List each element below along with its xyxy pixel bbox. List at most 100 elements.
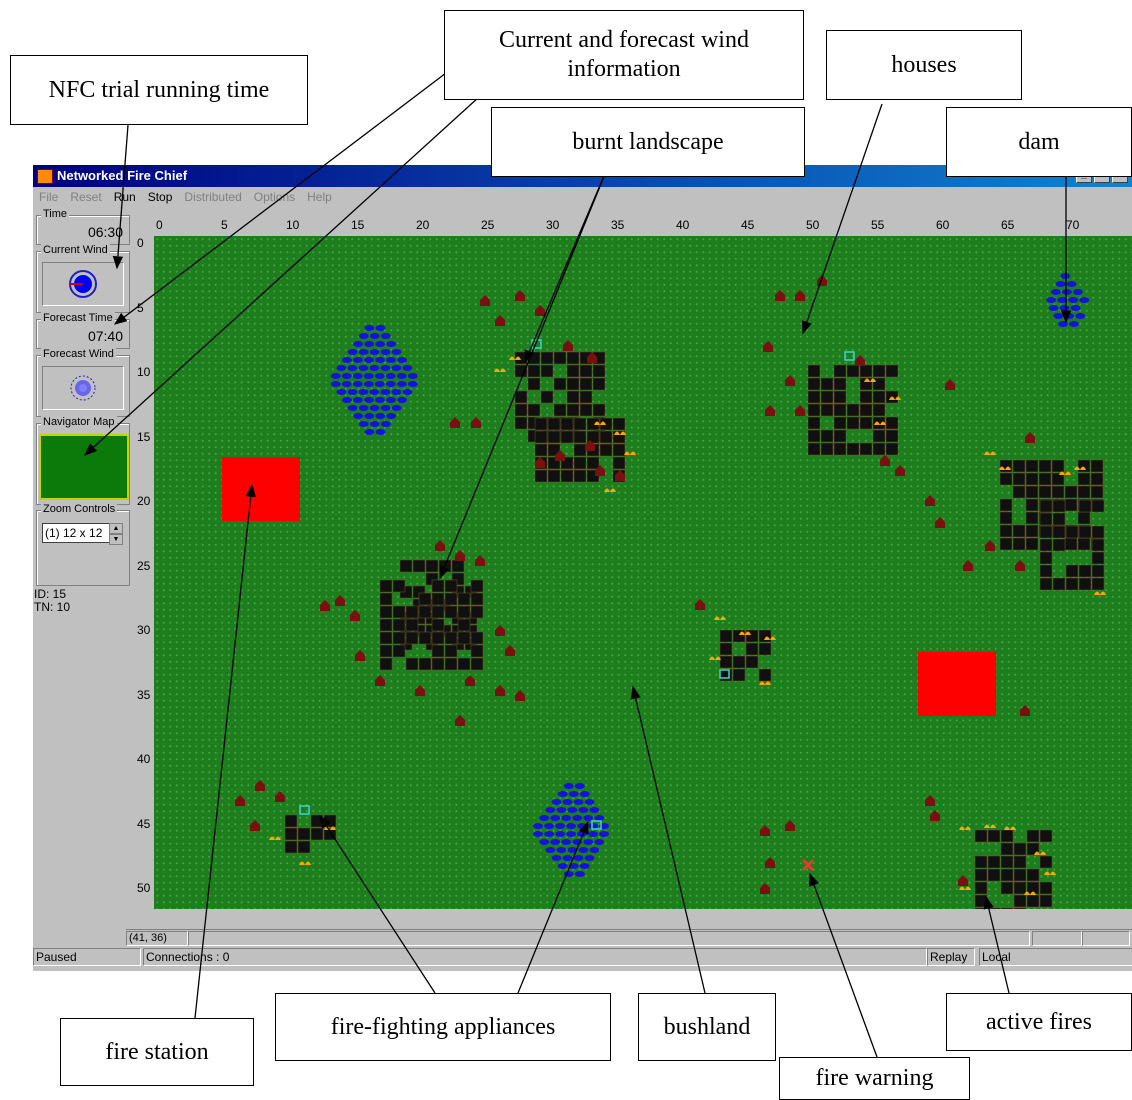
x-tick-label: 65 bbox=[1001, 218, 1015, 232]
house-icon bbox=[765, 405, 775, 416]
arrow-fire-warning bbox=[809, 872, 878, 1058]
house-icon bbox=[515, 690, 525, 701]
water-cell bbox=[594, 839, 605, 845]
arrow-fire-station bbox=[194, 483, 256, 1019]
burnt-cell bbox=[1025, 537, 1039, 551]
callout-houses: houses bbox=[826, 30, 1022, 100]
water-cell bbox=[342, 357, 352, 363]
x-tick-label: 45 bbox=[741, 218, 755, 232]
zoom-select[interactable]: (1) 12 x 12 bbox=[42, 523, 112, 543]
house-icon bbox=[760, 825, 770, 836]
water-cell bbox=[342, 397, 352, 403]
fire-icon bbox=[1034, 851, 1046, 855]
water-cell bbox=[1066, 281, 1077, 287]
zoom-spinner[interactable]: ▲ ▼ bbox=[109, 523, 123, 545]
burnt-cell bbox=[1090, 472, 1104, 486]
fire-icon bbox=[739, 631, 751, 635]
status-state: Paused bbox=[33, 948, 141, 966]
water-cell bbox=[566, 831, 577, 837]
burnt-cell bbox=[833, 416, 847, 430]
burnt-cell bbox=[547, 417, 561, 431]
water-cell bbox=[1072, 289, 1083, 295]
burnt-cell bbox=[612, 417, 626, 431]
water-cell bbox=[396, 381, 407, 387]
burnt-cell bbox=[534, 443, 548, 457]
burnt-cell bbox=[592, 377, 606, 391]
burnt-cell bbox=[418, 605, 432, 619]
burnt-cell bbox=[999, 511, 1013, 525]
arrow-bushland bbox=[630, 685, 706, 994]
burnt-cell bbox=[807, 364, 821, 378]
burnt-cell bbox=[1078, 525, 1092, 539]
burnt-cell bbox=[833, 442, 847, 456]
water-cell bbox=[557, 791, 568, 797]
house-icon bbox=[795, 290, 805, 301]
water-cell bbox=[336, 365, 347, 371]
burnt-cell bbox=[297, 827, 311, 841]
water-cell bbox=[336, 389, 347, 395]
menu-help[interactable]: Help bbox=[307, 190, 332, 204]
y-tick-label: 0 bbox=[137, 236, 144, 250]
burnt-cell bbox=[1000, 855, 1014, 869]
appliance-icon bbox=[719, 669, 730, 679]
menu-options[interactable]: Options bbox=[253, 190, 296, 204]
navigator-map[interactable] bbox=[39, 434, 129, 500]
burnt-cell bbox=[599, 430, 613, 444]
house-icon bbox=[275, 791, 285, 802]
water-cell bbox=[380, 389, 391, 395]
menu-reset[interactable]: Reset bbox=[70, 190, 102, 204]
house-icon bbox=[320, 600, 330, 611]
burnt-cell bbox=[418, 657, 432, 671]
burnt-cell bbox=[444, 579, 458, 593]
forecast-wind-panel: Forecast Wind bbox=[36, 348, 130, 417]
coordinate-bar: (41, 36) bbox=[126, 929, 1132, 946]
water-cell bbox=[566, 823, 577, 829]
water-cell bbox=[369, 333, 380, 339]
water-cell bbox=[385, 373, 396, 379]
water-cell bbox=[380, 365, 391, 371]
map-canvas[interactable] bbox=[154, 236, 1132, 921]
menu-bar: File Reset Run Stop Distributed Options … bbox=[33, 189, 338, 207]
house-icon bbox=[535, 305, 545, 316]
water-cell bbox=[330, 381, 341, 387]
menu-distributed[interactable]: Distributed bbox=[184, 190, 242, 204]
fire-map[interactable] bbox=[154, 236, 1132, 921]
burnt-cell bbox=[833, 403, 847, 417]
burnt-cell bbox=[379, 618, 393, 632]
burnt-cell bbox=[553, 403, 567, 417]
burnt-cell bbox=[1026, 868, 1040, 882]
burnt-cell bbox=[807, 377, 821, 391]
burnt-cell bbox=[1090, 459, 1104, 473]
burnt-cell bbox=[1039, 551, 1053, 565]
burnt-cell bbox=[534, 469, 548, 483]
x-tick-label: 30 bbox=[546, 218, 560, 232]
burnt-cell bbox=[820, 442, 834, 456]
burnt-cell bbox=[820, 390, 834, 404]
fire-icon bbox=[299, 861, 311, 865]
burnt-cell bbox=[470, 644, 484, 658]
zoom-up-icon[interactable]: ▲ bbox=[109, 523, 123, 534]
menu-stop[interactable]: Stop bbox=[147, 190, 173, 204]
window-title: Networked Fire Chief bbox=[57, 168, 188, 183]
house-icon bbox=[895, 465, 905, 476]
cursor-coords: (41, 36) bbox=[126, 931, 188, 946]
zoom-down-icon[interactable]: ▼ bbox=[109, 534, 123, 545]
burnt-cell bbox=[418, 592, 432, 606]
x-tick-label: 10 bbox=[286, 218, 300, 232]
burnt-cell bbox=[470, 657, 484, 671]
water-cell bbox=[364, 357, 374, 363]
status-bar: Paused Connections : 0 Replay Local bbox=[33, 947, 1132, 967]
burnt-cell bbox=[1052, 525, 1066, 539]
water-cell bbox=[396, 373, 407, 379]
x-tick-label: 60 bbox=[936, 218, 950, 232]
burnt-cell bbox=[425, 559, 439, 573]
burnt-cell bbox=[872, 390, 886, 404]
current-wind-panel: Current Wind bbox=[36, 244, 130, 313]
burnt-cell bbox=[1038, 472, 1052, 486]
burnt-cell bbox=[820, 403, 834, 417]
house-icon bbox=[515, 290, 525, 301]
menu-run[interactable]: Run bbox=[113, 190, 136, 204]
appliance-icon bbox=[844, 351, 855, 361]
menu-file[interactable]: File bbox=[39, 190, 59, 204]
